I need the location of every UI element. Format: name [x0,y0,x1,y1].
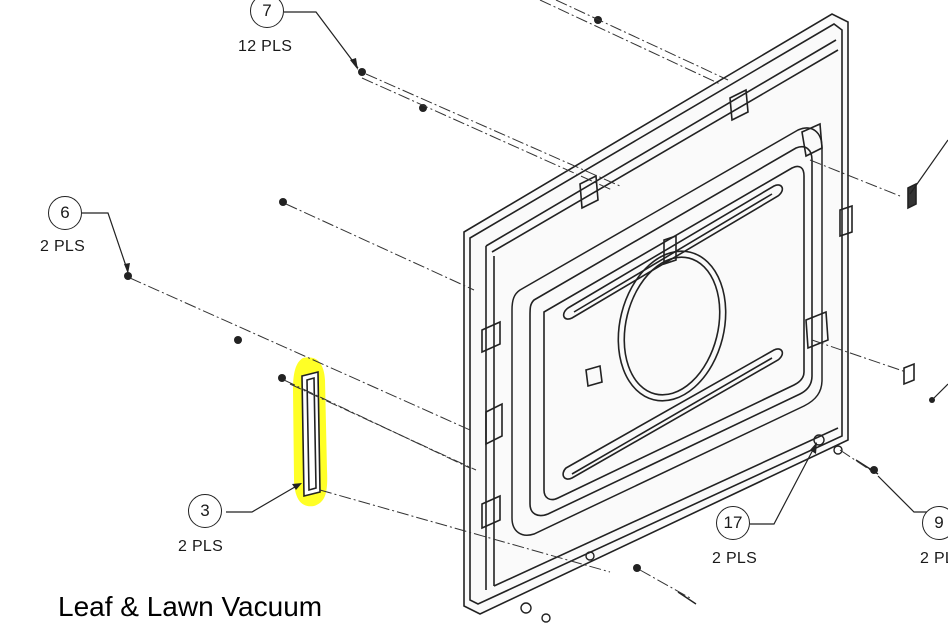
callout-3-qty: 2 PLS [178,538,224,555]
arrowheads [124,58,817,490]
assembly-lines [129,0,907,599]
callout-17-qty: 2 PLS [712,550,758,567]
callout-6-number: 6 [48,196,82,230]
callout-7-number: 7 [250,0,284,28]
callout-9-number: 9 [922,506,948,540]
door-panel [463,13,917,615]
part-3-handle [301,370,321,498]
callout-9: 9 2 PLS [914,506,948,576]
drawing-caption: Leaf & Lawn Vacuum [58,591,323,622]
callout-7-qty: 12 PLS [238,38,293,55]
callout-9-qty: 2 PLS [920,550,948,567]
washers [520,434,879,623]
leader-lines [82,11,948,525]
callout-6-qty: 2 PLS [40,238,86,255]
callout-17-number: 17 [716,506,750,540]
callout-3-number: 3 [188,494,222,528]
